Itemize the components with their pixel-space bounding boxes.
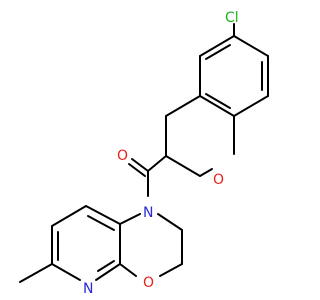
chromane-oxygen-label: O [213, 172, 224, 188]
bond-skeleton [19, 23, 269, 283]
atom-labels: Cl O O N N O [83, 10, 239, 297]
chemical-structure: Cl O O N N O [19, 10, 269, 297]
pyridine-nitrogen-label: N [83, 281, 93, 297]
chlorine-label: Cl [225, 10, 239, 26]
amide-nitrogen-label: N [143, 205, 153, 221]
oxazine-oxygen-label: O [143, 275, 154, 291]
carbonyl-oxygen-label: O [117, 148, 128, 164]
